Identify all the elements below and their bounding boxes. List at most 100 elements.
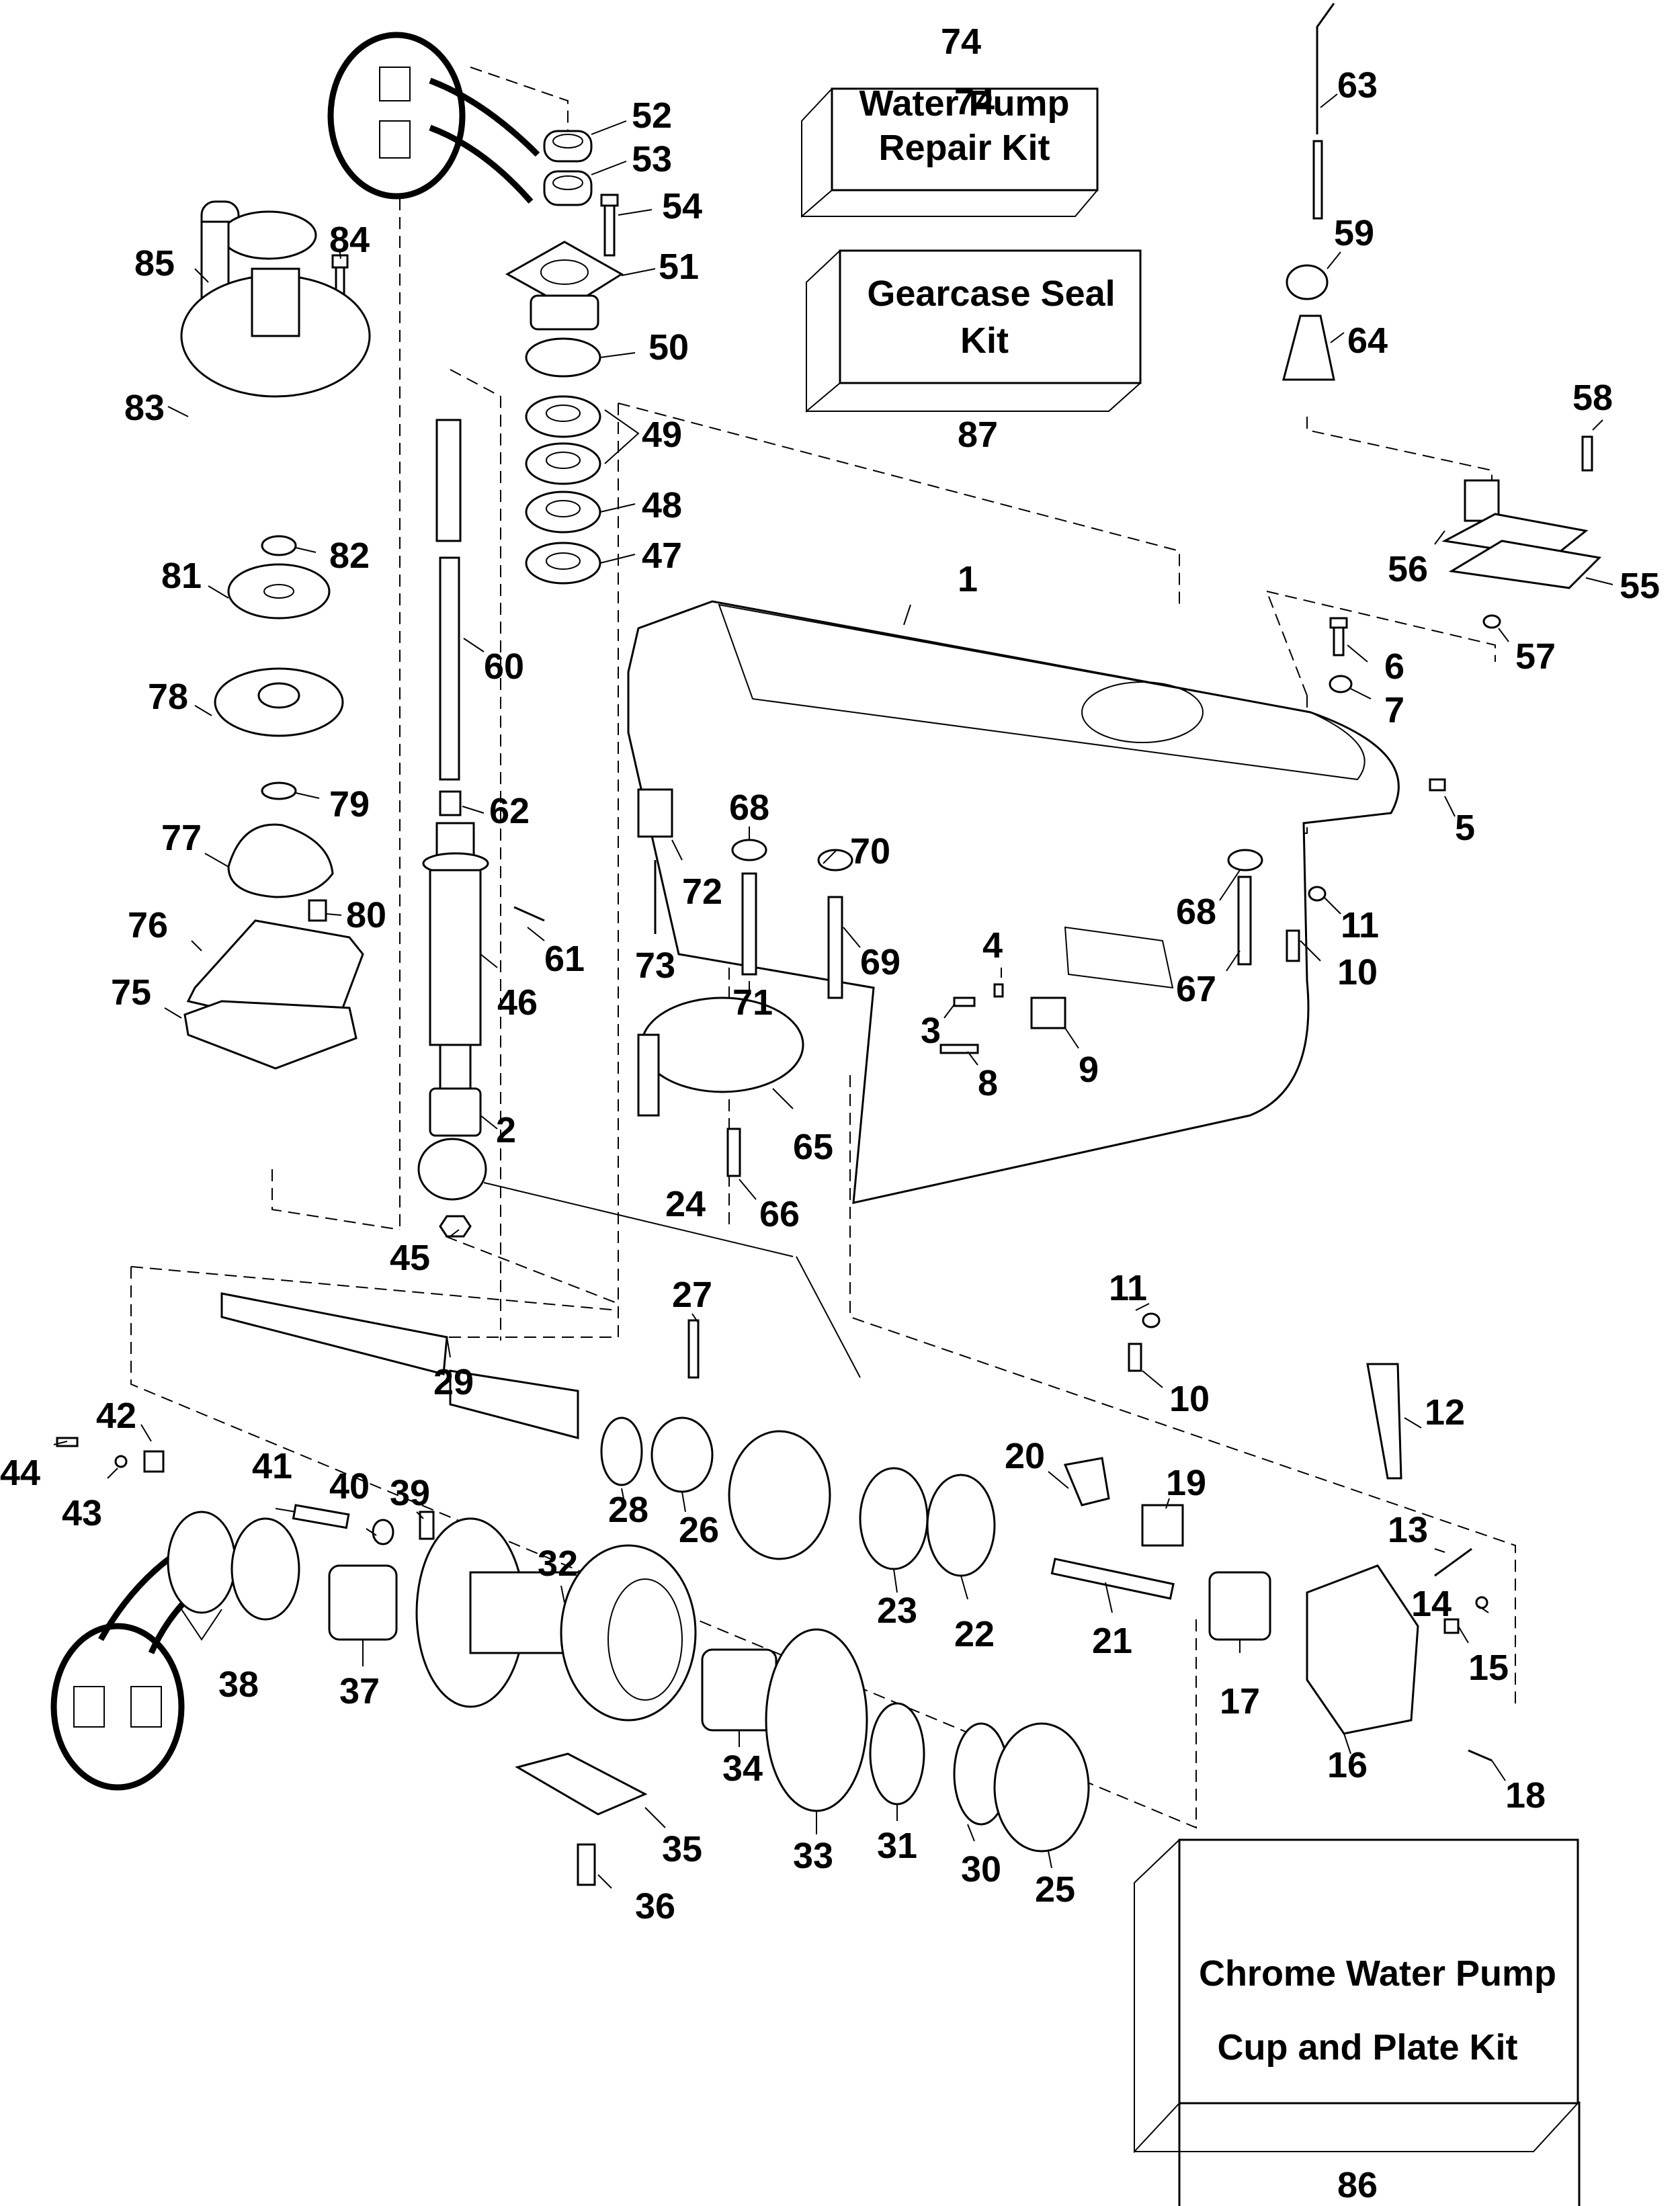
callout-22: 22 xyxy=(954,1614,995,1654)
part-24-pinion-gear xyxy=(417,1138,487,1201)
kit-box-gearcase-seal: Gearcase Seal Kit xyxy=(806,249,1142,413)
callout-61: 61 xyxy=(544,939,585,979)
part-6-bolt xyxy=(1329,617,1348,656)
part-31-washer xyxy=(869,1702,925,1806)
callout-51: 51 xyxy=(659,247,699,287)
part-19-detent xyxy=(1141,1504,1184,1547)
callout-24: 24 xyxy=(665,1184,706,1224)
kit-label-line1: Chrome Water Pump xyxy=(1199,1953,1556,1994)
part-24-forward-gear xyxy=(728,1430,831,1560)
part-66-bolt xyxy=(726,1128,741,1177)
part-14-ball xyxy=(1475,1596,1488,1609)
callout-3: 3 xyxy=(921,1011,941,1051)
part-82-washer xyxy=(261,535,297,556)
callout-30: 30 xyxy=(961,1849,1001,1890)
callout-28: 28 xyxy=(608,1490,648,1530)
kit-label-line2: Repair Kit xyxy=(878,128,1050,168)
part-63-shift-rod xyxy=(1312,3,1335,220)
part-58-bolt xyxy=(1581,435,1593,472)
kit-label-line2: Kit xyxy=(960,321,1009,361)
part-9-trim-tab xyxy=(1030,996,1066,1029)
part-17-bearing xyxy=(1208,1571,1271,1641)
part-55-gasket xyxy=(1448,540,1602,589)
part-60-driveshaft xyxy=(435,419,462,781)
part-69-stud xyxy=(827,896,843,999)
part-37-bearing xyxy=(328,1564,398,1641)
part-8-screw xyxy=(939,1044,979,1054)
callout-57: 57 xyxy=(1515,636,1556,677)
callout-65: 65 xyxy=(793,1127,833,1167)
callout-60: 60 xyxy=(484,646,524,687)
callout-63: 63 xyxy=(1337,65,1378,105)
part-54-bolt xyxy=(600,194,619,257)
callout-17: 17 xyxy=(1220,1681,1260,1722)
kit-label-line2: Cup and Plate Kit xyxy=(1217,2027,1517,2068)
callout-76: 76 xyxy=(128,905,168,945)
callout-68-right: 68 xyxy=(1176,892,1216,932)
part-59-seal xyxy=(1286,264,1329,300)
callout-53: 53 xyxy=(632,139,672,179)
callout-15: 15 xyxy=(1468,1648,1509,1688)
part-75-gasket xyxy=(183,1000,358,1070)
part-13-pin xyxy=(1434,1547,1472,1577)
part-39-tab xyxy=(419,1511,435,1540)
callout-25: 25 xyxy=(1035,1869,1075,1910)
part-40-washer xyxy=(372,1519,394,1545)
callout-9: 9 xyxy=(1079,1050,1099,1090)
part-52-seal xyxy=(543,130,593,163)
kit-box-water-pump-repair: 74 Water Pump Repair Kit xyxy=(801,82,1099,218)
part-48-washer xyxy=(525,491,601,534)
callout-8: 8 xyxy=(978,1063,998,1103)
part-22-washer xyxy=(926,1474,996,1577)
part-28-spring xyxy=(600,1416,643,1486)
kit-box-chrome-water-pump xyxy=(1178,2101,1581,2206)
kit-box-front xyxy=(1178,1838,1579,2105)
callout-13: 13 xyxy=(1388,1510,1428,1550)
callout-68-left: 68 xyxy=(729,788,769,828)
callout-71: 71 xyxy=(732,982,773,1023)
callout-34: 34 xyxy=(722,1748,763,1789)
part-72-anode xyxy=(637,788,673,838)
part-10-fill-screw xyxy=(1128,1343,1142,1372)
part-70-washer xyxy=(817,849,853,872)
callout-23: 23 xyxy=(877,1590,917,1631)
callout-83: 83 xyxy=(124,388,165,428)
kit-label-line1: Gearcase Seal xyxy=(867,273,1115,314)
part-20-shift-cradle xyxy=(1063,1457,1110,1507)
callout-19: 19 xyxy=(1166,1463,1206,1503)
callout-80: 80 xyxy=(346,895,386,935)
callout-72: 72 xyxy=(682,872,722,912)
part-43-washer xyxy=(114,1455,128,1468)
part-57-washer xyxy=(1482,614,1501,629)
callout-44: 44 xyxy=(0,1453,40,1493)
part-5-vent-plug xyxy=(1429,778,1446,792)
kit-callout-87: 87 xyxy=(958,415,998,455)
callout-84: 84 xyxy=(329,220,370,260)
part-68-washer xyxy=(1227,849,1263,872)
callout-50: 50 xyxy=(648,327,689,368)
callout-labels: 1 2 3 4 5 6 7 8 9 10 10 11 11 12 13 14 1… xyxy=(0,65,1660,1926)
callout-6: 6 xyxy=(1384,646,1404,687)
callout-52: 52 xyxy=(632,95,672,136)
kit-box-bottom xyxy=(1134,2103,1579,2152)
callout-58: 58 xyxy=(1572,378,1613,418)
part-33-o-ring xyxy=(765,1628,868,1812)
part-cover-plate xyxy=(1064,926,1174,989)
part-26-clutch-dog xyxy=(650,1416,714,1493)
part-16-shift-housing xyxy=(1306,1564,1419,1735)
callout-55: 55 xyxy=(1620,566,1660,606)
callout-18: 18 xyxy=(1505,1775,1546,1816)
part-79-washer xyxy=(261,781,297,800)
part-42-clip xyxy=(143,1450,165,1473)
callout-48: 48 xyxy=(642,485,682,525)
part-46-housing xyxy=(422,822,489,1107)
part-68-washer-left xyxy=(731,839,767,861)
part-38-seal-a xyxy=(167,1511,237,1614)
part-7-washer xyxy=(1329,675,1353,693)
part-45-nut xyxy=(439,1215,472,1238)
kit-callout-86: 86 xyxy=(1337,2165,1378,2205)
callout-11-lower: 11 xyxy=(1109,1268,1147,1308)
kit-number-74: 74 xyxy=(954,82,995,122)
part-50-o-ring xyxy=(525,337,601,378)
callout-10-lower: 10 xyxy=(1169,1379,1210,1419)
